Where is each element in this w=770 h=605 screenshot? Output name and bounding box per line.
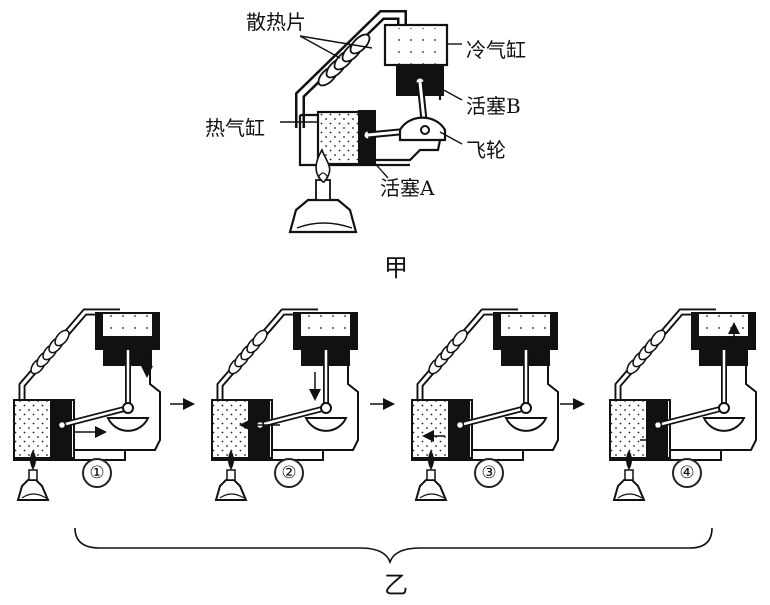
engine-jia bbox=[280, 10, 463, 234]
leader-lines bbox=[280, 35, 463, 179]
flywheel-icon bbox=[398, 116, 447, 142]
label-piston-a: 活塞A bbox=[380, 176, 435, 200]
step-number-1: ① bbox=[82, 458, 112, 488]
label-cold-cylinder: 冷气缸 bbox=[466, 38, 526, 62]
engine-step-1 bbox=[14, 312, 160, 500]
alcohol-lamp-icon bbox=[288, 148, 358, 234]
step-number-3: ③ bbox=[474, 458, 504, 488]
caption-jia: 甲 bbox=[384, 254, 408, 282]
engine-step-4 bbox=[610, 312, 756, 500]
engine-step-3 bbox=[412, 312, 558, 500]
step-number-4: ④ bbox=[672, 458, 702, 488]
label-hot-cylinder: 热气缸 bbox=[205, 116, 265, 140]
brace bbox=[74, 527, 713, 565]
label-piston-b: 活塞B bbox=[466, 94, 521, 118]
caption-yi: 乙 bbox=[384, 571, 408, 599]
heat-sink-fins bbox=[317, 33, 371, 87]
label-flywheel: 飞轮 bbox=[466, 138, 506, 162]
engine-step-2 bbox=[212, 312, 358, 500]
step-number-2: ② bbox=[274, 458, 304, 488]
label-heat-sink: 散热片 bbox=[246, 10, 306, 34]
